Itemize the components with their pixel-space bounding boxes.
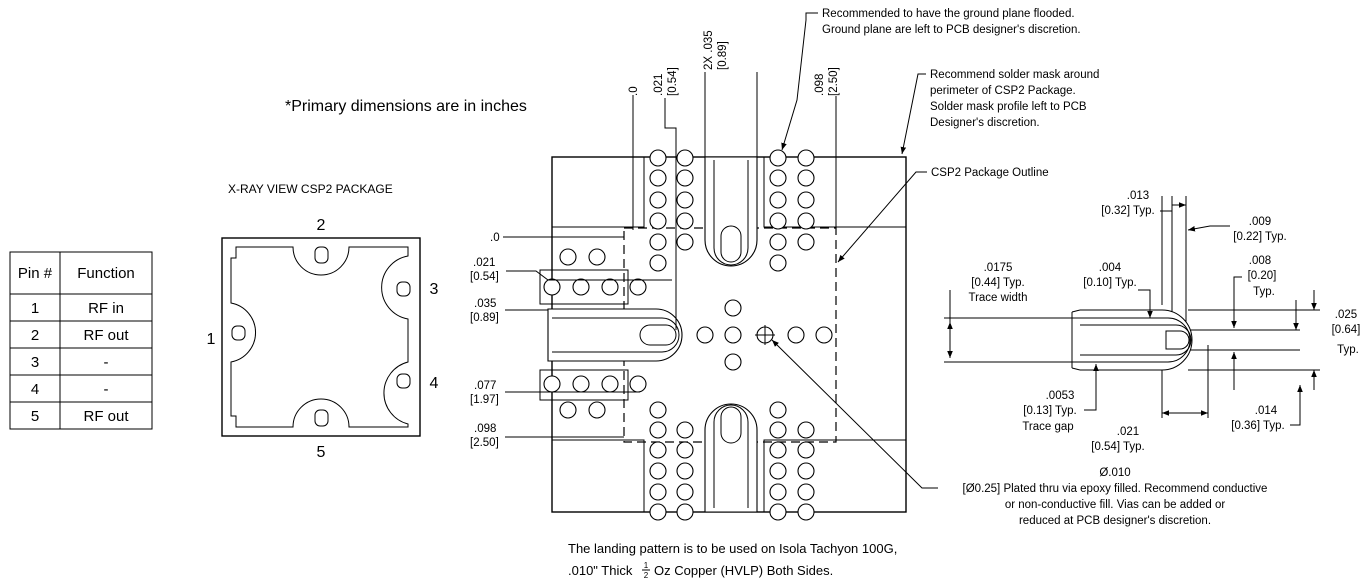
dim-008-mm: [0.20]: [1248, 270, 1277, 282]
pad-slot-2: [314, 246, 329, 264]
package-inner-outline: [230, 246, 409, 428]
dim-left-077-mm: [1.97]: [470, 394, 499, 406]
table-cell: 5: [31, 408, 39, 425]
via-note-line-2: [Ø0.25] Plated thru via epoxy filled. Re…: [963, 483, 1268, 495]
fraction-denominator: 2: [644, 571, 649, 580]
ground-note-line-2: Ground plane are left to PCB designer's …: [822, 24, 1081, 36]
table-cell: 3: [31, 354, 39, 371]
pad-slot-1: [231, 325, 246, 341]
pad-slot-5: [314, 409, 329, 427]
table-cell: 1: [31, 300, 39, 317]
dim-top-035-in: 2X .035: [703, 30, 715, 70]
via-note-line-4: reduced at PCB designer's discretion.: [1019, 515, 1211, 527]
dim-left-035-in: .035: [474, 298, 496, 310]
material-note-line-2a: .010" Thick: [568, 563, 633, 578]
dim-0053-label: Trace gap: [1022, 421, 1073, 433]
pin-label-5: 5: [317, 444, 326, 461]
dim-021-mm: [0.54] Typ.: [1091, 441, 1145, 453]
dim-009-in: .009: [1249, 216, 1271, 228]
dim-top-0: .0: [628, 86, 640, 96]
via-grid: [543, 149, 833, 521]
table-cell: RF in: [88, 300, 124, 317]
dim-013-mm: [0.32] Typ.: [1101, 205, 1155, 217]
dim-0175-mm: [0.44] Typ.: [971, 277, 1025, 289]
table-cell: RF out: [83, 408, 129, 425]
table-cell: 4: [31, 381, 39, 398]
dim-025-typ: Typ.: [1337, 344, 1359, 356]
landing-pattern: [539, 149, 907, 521]
dim-top-021-mm: [0.54]: [667, 67, 679, 96]
dim-004-mm: [0.10] Typ.: [1083, 277, 1137, 289]
table-cell: -: [104, 354, 109, 371]
dim-025-mm: [0.64]: [1332, 324, 1361, 336]
dim-left-098-in: .098: [474, 423, 496, 435]
dim-left-0: .0: [490, 232, 500, 244]
pad-slot-3: [396, 281, 411, 297]
material-note: The landing pattern is to be used on Iso…: [568, 541, 897, 580]
dim-013-in: .013: [1127, 190, 1149, 202]
dim-left-098-mm: [2.50]: [470, 437, 499, 449]
via-note-line-3: or non-conductive fill. Vias can be adde…: [1005, 499, 1226, 511]
table-cell: -: [104, 381, 109, 398]
mask-note-line-1: Recommend solder mask around: [930, 69, 1099, 81]
material-note-line-2b: Oz Copper (HVLP) Both Sides.: [654, 563, 833, 578]
pin-function-table: Pin # Function 1 RF in 2 RF out 3 - 4 - …: [9, 251, 153, 430]
solder-mask-note: Recommend solder mask around perimeter o…: [900, 69, 1099, 155]
dim-0053-in: .0053: [1046, 390, 1075, 402]
dim-025-in: .025: [1335, 309, 1357, 321]
pin-label-2: 2: [317, 217, 326, 234]
pin-label-4: 4: [430, 375, 439, 392]
via-note-line-1: Ø.010: [1099, 467, 1130, 479]
pin-label-3: 3: [430, 281, 439, 298]
mask-note-line-3: Solder mask profile left to PCB: [930, 101, 1087, 113]
dim-008-in: .008: [1249, 255, 1271, 267]
top-dimensions: .0 .021 [0.54] 2X .035 [0.89] .098 [2.50…: [628, 30, 840, 330]
xray-view-title: X-RAY VIEW CSP2 PACKAGE: [228, 182, 393, 196]
mask-note-line-2: perimeter of CSP2 Package.: [930, 85, 1076, 97]
dim-004-in: .004: [1099, 262, 1122, 274]
dim-021-in: .021: [1117, 426, 1139, 438]
dim-0175-label: Trace width: [968, 292, 1027, 304]
fraction-numerator: 1: [644, 561, 649, 570]
dim-0053-mm: [0.13] Typ.: [1023, 405, 1077, 417]
dim-0175-in: .0175: [984, 262, 1013, 274]
dim-009-mm: [0.22] Typ.: [1233, 231, 1287, 243]
mask-note-line-4: Designer's discretion.: [930, 117, 1040, 129]
ground-plane-note: Recommended to have the ground plane flo…: [781, 8, 1081, 151]
dim-top-098-in: .098: [814, 74, 826, 96]
dim-left-035-mm: [0.89]: [470, 312, 499, 324]
left-dimensions: .0 .021 [0.54] .035 [0.89] .077 [1.97] .…: [470, 232, 672, 449]
package-body: [221, 237, 421, 437]
dim-top-021-in: .021: [653, 74, 665, 96]
table-header-function: Function: [77, 265, 135, 282]
table-cell: 2: [31, 327, 39, 344]
dim-014-in: .014: [1255, 405, 1278, 417]
dim-left-021-mm: [0.54]: [470, 271, 499, 283]
table-header-pin: Pin #: [18, 265, 53, 282]
table-cell: RF out: [83, 327, 129, 344]
via-note: Ø.010 [Ø0.25] Plated thru via epoxy fill…: [771, 339, 1268, 527]
dim-top-098-mm: [2.50]: [828, 67, 840, 96]
dim-left-021-in: .021: [473, 257, 495, 269]
material-note-line-1: The landing pattern is to be used on Iso…: [568, 541, 897, 556]
package-outline-note: CSP2 Package Outline: [837, 167, 1049, 263]
dim-014-mm: [0.36] Typ.: [1231, 420, 1285, 432]
dim-left-077-in: .077: [474, 380, 496, 392]
outline-note-text: CSP2 Package Outline: [931, 167, 1049, 179]
dim-008-typ: Typ.: [1253, 286, 1275, 298]
package-xray-view: X-RAY VIEW CSP2 PACKAGE 2 1 3 4 5: [207, 182, 439, 461]
dim-top-035-mm: [0.89]: [717, 41, 729, 70]
pad-slot-4: [396, 373, 411, 389]
trace-detail-view: .013 [0.32] Typ. .009 [0.22] Typ. .0175 …: [944, 190, 1360, 453]
primary-dimensions-note: *Primary dimensions are in inches: [285, 98, 527, 115]
ground-note-line-1: Recommended to have the ground plane flo…: [822, 8, 1075, 20]
pin-label-1: 1: [207, 331, 216, 348]
